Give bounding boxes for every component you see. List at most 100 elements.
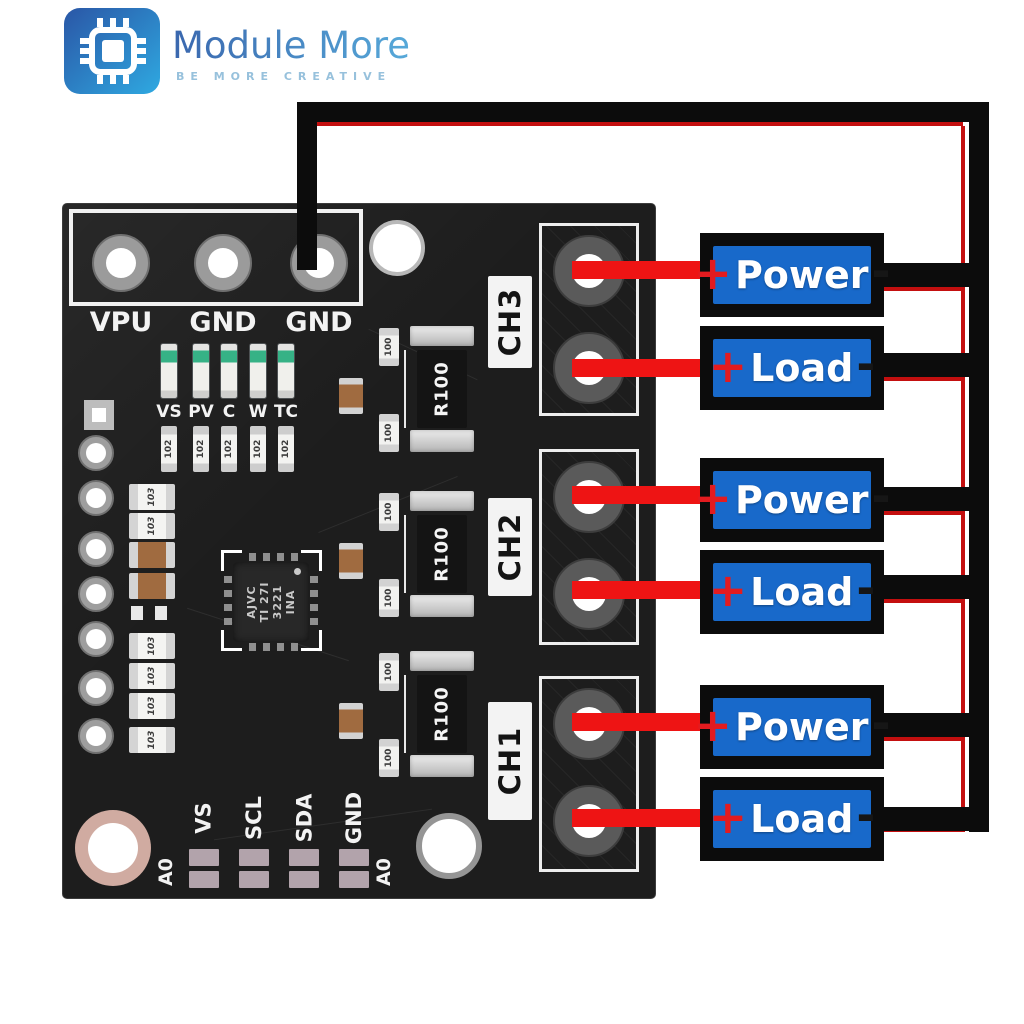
pad-sda (289, 871, 319, 888)
chip-pins-left (224, 576, 232, 628)
ina3221-board: VPU GND GND VS PV C W TC 102 102 102 102… (62, 203, 656, 899)
resistor-103: 103 (129, 693, 175, 719)
shunt-pad (410, 651, 474, 671)
gnd-stub-ch1-load (880, 807, 969, 831)
chip-pins-right (310, 576, 318, 628)
resistor-102: 102 (221, 426, 237, 472)
capacitor (339, 543, 363, 579)
thin-red-stub (884, 287, 961, 291)
resistor-103: 103 (129, 727, 175, 753)
plus-sign: + (693, 246, 732, 300)
solder-pads (131, 606, 167, 620)
resistor-103: 103 (129, 513, 175, 539)
chip-icon (64, 8, 160, 94)
gnd-wire-drop (297, 102, 317, 270)
pad-scl (239, 849, 269, 866)
led-label-c: C (222, 402, 236, 422)
resistor-100: 100 (379, 493, 399, 531)
capacitor (339, 703, 363, 739)
power-box-ch2: +Power- (693, 458, 891, 542)
led-label-tc: TC (273, 402, 299, 422)
side-hole (78, 435, 114, 471)
ch1-terminal-outline (539, 676, 639, 872)
chip-pin1-dot (294, 568, 301, 575)
load-box-ch2: +Load- (700, 550, 884, 634)
plus-sign: + (708, 563, 748, 617)
shunt-pad (410, 595, 474, 617)
plus-sign: + (693, 698, 732, 752)
red-wire-ch3-power (572, 261, 706, 279)
pin-label-sda: SDA (292, 793, 316, 843)
resistor-100: 100 (379, 653, 399, 691)
minus-sign: - (856, 337, 876, 391)
resistor-100: 100 (379, 414, 399, 452)
pad-vs (189, 871, 219, 888)
thin-red-wire-top (317, 122, 963, 126)
side-hole (78, 718, 114, 754)
pad-sda (289, 849, 319, 866)
pin-label-vs: VS (192, 802, 217, 834)
mounting-hole-top (369, 220, 425, 276)
red-wire-ch3-load (572, 359, 706, 377)
brand-name: Module More (172, 24, 411, 67)
channel-label-ch1: CH1 (488, 702, 532, 820)
plus-sign: + (708, 790, 748, 844)
resistor-102: 102 (278, 426, 294, 472)
shunt-r100-ch2: R100 (417, 515, 467, 593)
shunt-silkscreen (404, 350, 406, 428)
thin-red-stub (884, 511, 961, 515)
shunt-pad (410, 491, 474, 511)
pad-gnd (339, 871, 369, 888)
shunt-r100-ch3: R100 (417, 350, 467, 428)
pad-scl (239, 871, 269, 888)
top-header-outline (69, 209, 363, 306)
gnd-hole-1 (194, 234, 252, 292)
pin-label-vpu: VPU (89, 307, 153, 338)
minus-sign: - (856, 788, 876, 842)
red-wire-ch1-power (572, 713, 706, 731)
pad-vs (189, 849, 219, 866)
ch2-terminal-outline (539, 449, 639, 645)
red-wire-ch1-load (572, 809, 706, 827)
resistor-100: 100 (379, 328, 399, 366)
resistor-102: 102 (193, 426, 209, 472)
side-hole (78, 531, 114, 567)
mounting-hole-bottom (416, 813, 482, 879)
shunt-pad (410, 430, 474, 452)
pin-label-gnd1: GND (189, 307, 257, 338)
pad-gnd (339, 849, 369, 866)
chip-bracket (221, 630, 242, 651)
shunt-r100-ch1: R100 (417, 675, 467, 753)
brand-logo (62, 6, 166, 98)
capacitor (339, 378, 363, 414)
chip-bracket (301, 630, 322, 651)
plus-sign: + (693, 471, 732, 525)
resistor-100: 100 (379, 579, 399, 617)
minus-sign: - (871, 469, 891, 523)
chip-marking: AJVC TI 27I 3221 INA (245, 581, 297, 623)
led-c (221, 344, 237, 398)
led-tc (278, 344, 294, 398)
resistor-102: 102 (250, 426, 266, 472)
chip-pins-top (249, 553, 301, 561)
load-box-ch3: +Load- (700, 326, 884, 410)
shunt-pad (410, 326, 474, 346)
gnd-stub-ch2-power (880, 487, 969, 511)
chip-bracket (221, 550, 242, 571)
chip-pins-bottom (249, 643, 301, 651)
chip-bracket (301, 550, 322, 571)
shunt-silkscreen (404, 675, 406, 753)
power-box-ch3: +Power- (693, 233, 891, 317)
gnd-stub-ch3-load (880, 353, 969, 377)
led-label-vs: VS (156, 402, 182, 422)
square-pad (84, 400, 114, 430)
channel-label-ch2: CH2 (488, 498, 532, 596)
channel-label-ch3: CH3 (488, 276, 532, 368)
thin-red-stub (884, 599, 961, 603)
pin-label-gnd: GND (342, 791, 366, 845)
ch3-terminal-outline (539, 223, 639, 416)
ina3221-chip: AJVC TI 27I 3221 INA (233, 562, 309, 642)
pin-label-gnd2: GND (285, 307, 353, 338)
pin-label-a0-left: A0 (155, 858, 177, 886)
